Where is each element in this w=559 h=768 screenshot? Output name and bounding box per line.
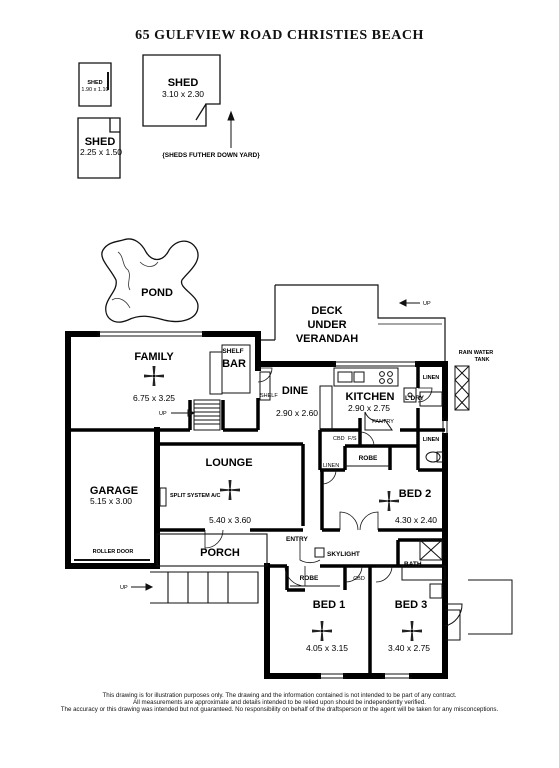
door-swings	[204, 367, 433, 587]
entry-label: ENTRY	[286, 536, 308, 543]
dine-dims: 2.90 x 2.60	[276, 408, 318, 418]
deck-arrow-icon	[398, 299, 420, 307]
disclaimer-line-3: The accuracy or this drawing was intende…	[60, 706, 499, 713]
bed3-fan-icon	[402, 621, 422, 641]
tank-label-2: TANK	[475, 357, 490, 363]
shed-large-label: SHED	[168, 77, 199, 89]
bed2-fan-icon	[379, 491, 399, 511]
skylight-label: SKYLIGHT	[327, 551, 360, 558]
porch-label: PORCH	[200, 547, 240, 559]
bath-label: BATH	[404, 561, 422, 568]
rain-water-tank	[454, 365, 470, 411]
disclaimer-line-2: All measurements are approximate and det…	[132, 699, 427, 706]
bed3-label: BED 3	[395, 599, 427, 611]
linen-label-hall: LINEN	[323, 463, 339, 469]
kitchen-label: KITCHEN	[346, 391, 395, 403]
bar-counter	[209, 344, 271, 401]
shed-small-dims: 1.90 x 1.10	[81, 87, 108, 93]
pond-rocks	[111, 251, 159, 309]
linen-label-mid: LINEN	[423, 437, 440, 443]
back-steps	[444, 579, 513, 641]
robe-label-bed1: ROBE	[300, 575, 319, 582]
cbd-label-kitchen: CBD	[333, 436, 345, 442]
shed-medium-dims: 2.25 x 1.50	[80, 147, 122, 157]
skylight-box	[314, 547, 325, 558]
lounge-fan-icon	[220, 480, 240, 500]
split-ac-unit	[159, 487, 167, 507]
family-stairs	[193, 399, 221, 431]
deck-label-1: DECK	[311, 305, 342, 317]
laundry-fixtures	[401, 391, 446, 599]
fs-label: F/S	[348, 436, 357, 442]
bar-label: BAR	[222, 358, 246, 370]
bed2-dims: 4.30 x 2.40	[395, 515, 437, 525]
split-ac-label: SPLIT SYSTEM A/C	[170, 493, 221, 499]
linen-label-top: LINEN	[423, 375, 440, 381]
robe-shelves	[290, 465, 390, 587]
family-fan-icon	[144, 366, 164, 386]
deck-label-2: UNDER	[307, 319, 346, 331]
windows	[97, 331, 448, 679]
porch-up-label: UP	[120, 585, 128, 591]
bed1-label: BED 1	[313, 599, 345, 611]
family-up-arrow-icon	[171, 409, 196, 417]
robe-label-bed2: ROBE	[359, 455, 378, 462]
shed-medium-label: SHED	[85, 136, 116, 148]
bed2-label: BED 2	[399, 488, 431, 500]
laundry-label: L'DRY	[405, 395, 425, 402]
deck-up-label: UP	[423, 301, 431, 307]
deck-outline	[257, 284, 446, 366]
pantry-label: PANTRY	[372, 419, 394, 425]
shed-small-label: SHED	[87, 80, 102, 86]
arrow-up-icon	[227, 110, 235, 148]
tank-label-1: RAIN WATER	[459, 350, 493, 356]
lounge-label: LOUNGE	[205, 457, 252, 469]
shed-medium	[77, 117, 121, 179]
shed-large-dims: 3.10 x 2.30	[162, 89, 204, 99]
interior-walls	[68, 364, 445, 676]
family-up-label: UP	[159, 411, 167, 417]
garage-dims: 5.15 x 3.00	[90, 496, 132, 506]
bed3-dims: 3.40 x 2.75	[388, 643, 430, 653]
kitchen-dims: 2.90 x 2.75	[348, 403, 390, 413]
bed1-fan-icon	[312, 621, 332, 641]
shed-large	[142, 54, 221, 127]
cbd-label-bed1: CBD	[353, 576, 365, 582]
lounge-dims: 5.40 x 3.60	[209, 515, 251, 525]
deck-label-3: VERANDAH	[296, 333, 358, 345]
shed-small	[78, 62, 112, 107]
porch-outline	[74, 533, 268, 604]
pond-label: POND	[141, 287, 173, 299]
bar-shelf-label: SHELF	[222, 348, 243, 355]
disclaimer-line-1: This drawing is for illustration purpose…	[102, 692, 457, 699]
family-dims: 6.75 x 3.25	[133, 393, 175, 403]
roller-door-label: ROLLER DOOR	[93, 549, 134, 555]
dine-shelf-label: SHELF	[260, 393, 278, 399]
kitchen-benches	[319, 367, 417, 431]
garage-label: GARAGE	[90, 485, 138, 497]
porch-up-arrow-icon	[131, 583, 154, 591]
sheds-note: {SHEDS FUTHER DOWN YARD}	[162, 152, 260, 159]
plan-title: 65 GULFVIEW ROAD CHRISTIES BEACH	[135, 28, 424, 43]
bed1-dims: 4.05 x 3.15	[306, 643, 348, 653]
dine-label: DINE	[282, 385, 308, 397]
pond-outline	[101, 238, 199, 323]
family-label: FAMILY	[134, 351, 174, 363]
